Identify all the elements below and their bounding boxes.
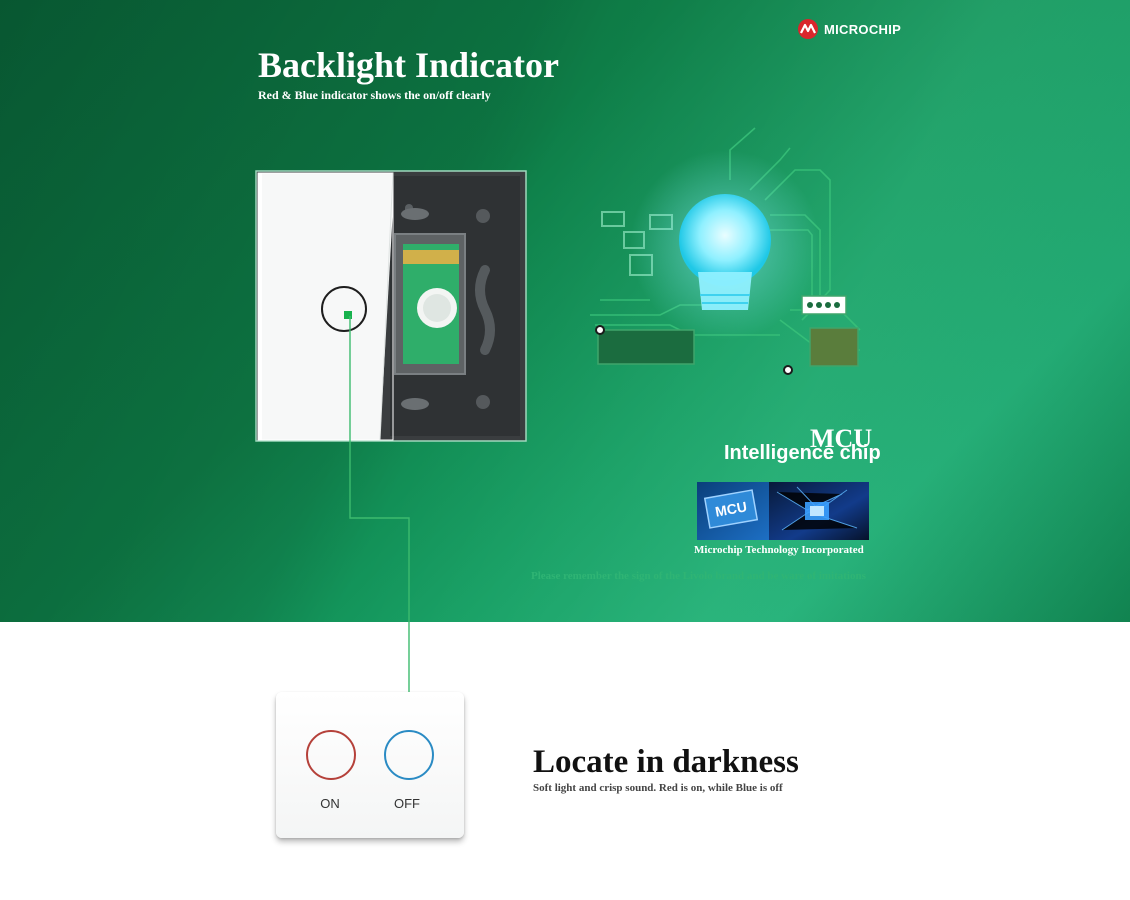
on-label: ON	[320, 796, 340, 811]
off-button-icon[interactable]	[384, 730, 434, 780]
indicator-led-icon	[344, 311, 352, 319]
mcu-chip-label: MCU	[714, 498, 748, 519]
darkness-title: Locate in darkness	[533, 744, 799, 780]
mcu-chip-icon: MCU	[697, 482, 869, 540]
page-subtitle: Red & Blue indicator shows the on/off cl…	[258, 88, 491, 102]
circuit-bulb-icon	[590, 127, 861, 375]
circuit-illustration	[580, 120, 880, 380]
off-label: OFF	[394, 796, 420, 811]
on-button-icon[interactable]	[306, 730, 356, 780]
two-gang-switch: ON OFF	[276, 692, 464, 838]
mcu-chip-image: MCU	[697, 482, 869, 540]
brand-warning: Please remember the sign of the Livolo b…	[531, 570, 866, 582]
page-title: Backlight Indicator	[258, 45, 560, 85]
switch-module-icon	[255, 170, 527, 442]
touch-button-icon[interactable]	[321, 286, 367, 332]
hero-sheen	[0, 0, 1130, 622]
darkness-subtitle: Soft light and crisp sound. Red is on, w…	[533, 782, 783, 794]
switch-panel	[255, 170, 527, 442]
mcu-title: MCU	[810, 424, 873, 453]
mcu-subtitle: Intelligence chip	[724, 442, 881, 464]
chip-caption: Microchip Technology Incorporated	[694, 544, 864, 556]
logo-text: MICROCHIP	[824, 21, 902, 37]
hero-banner: MICROCHIP Backlight Indicator Red & Blue…	[0, 0, 1130, 622]
microchip-logo-icon	[798, 19, 818, 39]
microchip-logo: MICROCHIP	[797, 18, 901, 40]
